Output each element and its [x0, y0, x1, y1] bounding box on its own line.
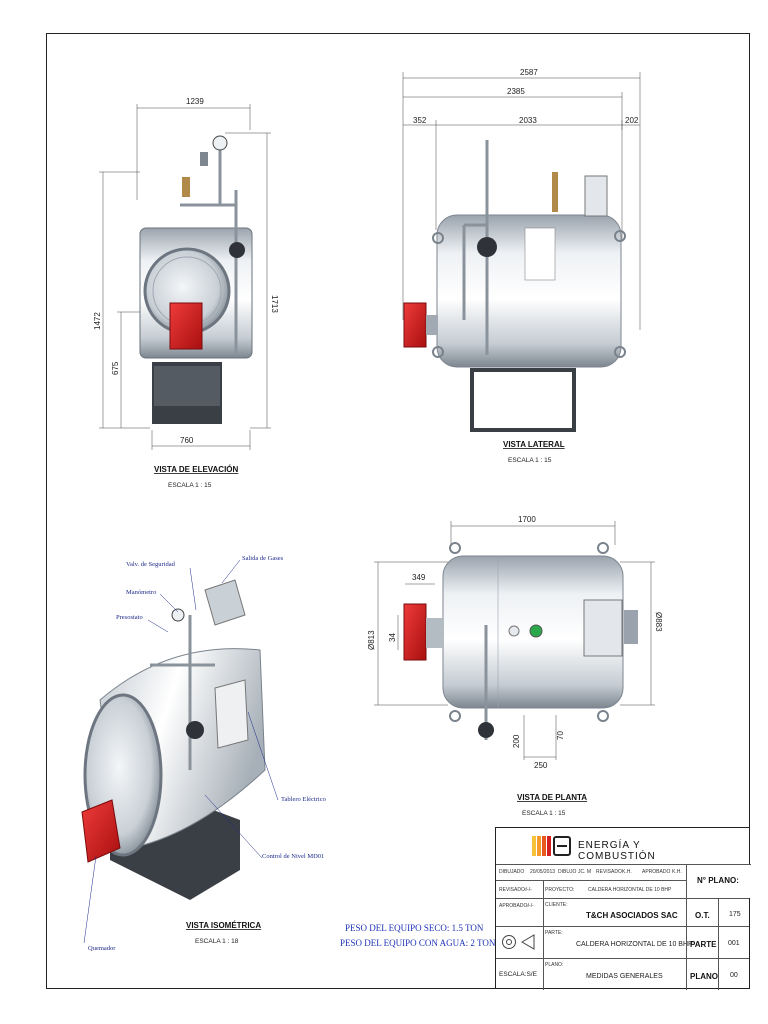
part-description: CALDERA HORIZONTAL DE 10 BHP — [576, 941, 693, 948]
lateral-safety-valve — [552, 172, 558, 212]
drawing-sheet — [46, 33, 750, 989]
plan-burner-length-dim: 349 — [412, 573, 426, 582]
signature-row: DIBUJADO 20/05/2013 DIBUJO JC. M REVISAD… — [496, 864, 749, 880]
plan-row: ESCALA:S/E PLANO: MEDIDAS GENERALES PLAN… — [496, 958, 749, 990]
lateral-stand — [470, 368, 576, 432]
client-name: T&CH ASOCIADOS SAC — [586, 911, 678, 920]
plan-length-dim: 1700 — [518, 515, 536, 524]
title-block: ENERGÍA Y COMBUSTIÓN DIBUJADO 20/05/2013… — [495, 827, 751, 990]
projection-symbol-icon — [502, 935, 516, 949]
plan-manhole-marker — [529, 624, 543, 638]
company-logo-icon — [532, 836, 572, 856]
plan-view: 1700 349 Ø813 Ø883 34 200 70 250 VISTA D… — [367, 515, 663, 817]
isometric-scale: ESCALA 1 : 18 — [195, 938, 239, 945]
part-row: PARTE: CALDERA HORIZONTAL DE 10 BHP PART… — [496, 926, 749, 959]
callout-level-control: Control de Nivel MD01 — [262, 853, 324, 860]
callout-burner: Quemador — [88, 945, 116, 952]
isometric-electric-panel — [214, 679, 249, 749]
plan-level-control — [478, 722, 494, 738]
elevation-axis-height-dim: 675 — [111, 361, 120, 375]
callout-manometer: Manómetro — [126, 589, 156, 596]
plan-description: MEDIDAS GENERALES — [586, 973, 663, 980]
lateral-left-dim: 352 — [413, 116, 427, 125]
scale-label: ESCALA:S/E — [499, 971, 537, 978]
isometric-view: Valv. de Seguridad Salida de Gases Manóm… — [81, 555, 326, 952]
isometric-burner — [81, 799, 121, 863]
isometric-gauge — [171, 608, 185, 622]
plan-support-height2-dim: 70 — [556, 731, 565, 740]
plano-number-label: N° PLANO: — [697, 876, 739, 885]
lateral-view: 2587 2385 352 2033 202 300 250 1126 VIST… — [402, 68, 641, 464]
plan-gas-outlet — [583, 599, 623, 657]
lateral-inspection-door — [524, 227, 556, 281]
elevation-scale: ESCALA 1 : 15 — [168, 482, 212, 489]
lateral-mid-dim: 2033 — [519, 116, 537, 125]
elevation-left-height-dim: 1472 — [93, 312, 102, 330]
callout-electric-panel: Tablero Eléctrico — [281, 796, 326, 803]
callout-pressurestat: Presostato — [116, 614, 143, 621]
lateral-body-dim: 2385 — [507, 87, 525, 96]
elevation-gauge — [212, 135, 228, 151]
lateral-gas-outlet — [584, 175, 608, 217]
plan-title: VISTA DE PLANTA — [517, 793, 587, 802]
callout-safety-valve: Valv. de Seguridad — [126, 561, 176, 568]
plan-scale: ESCALA 1 : 15 — [522, 810, 566, 817]
elevation-burner — [169, 302, 203, 350]
lateral-burner — [403, 302, 427, 348]
projection-cone-icon — [521, 934, 535, 950]
elevation-top-width-dim: 1239 — [186, 97, 204, 106]
lateral-right-dim: 202 — [625, 116, 639, 125]
company-logo-area: ENERGÍA Y COMBUSTIÓN — [496, 828, 721, 864]
plan-code: 00 — [730, 972, 738, 979]
lateral-title: VISTA LATERAL — [503, 440, 565, 449]
elevation-bottom-width-dim: 760 — [180, 436, 194, 445]
company-name: ENERGÍA Y COMBUSTIÓN — [578, 840, 656, 862]
elevation-title: VISTA DE ELEVACIÓN — [154, 465, 239, 474]
part-code: 001 — [728, 940, 740, 947]
callout-gas-outlet: Salida de Gases — [242, 555, 284, 562]
plan-inner-dim: 34 — [388, 633, 397, 642]
ot-number: 175 — [729, 911, 741, 918]
isometric-title: VISTA ISOMÉTRICA — [186, 921, 261, 930]
lateral-level-control — [477, 237, 497, 257]
weight-dry: PESO DEL EQUIPO SECO: 1.5 TON — [345, 923, 484, 933]
isometric-gas-outlet — [204, 579, 246, 626]
isometric-level-control — [186, 721, 204, 739]
plan-burner — [403, 603, 427, 661]
lateral-overall-dim: 2587 — [520, 68, 538, 77]
plan-right-diameter-dim: Ø883 — [654, 612, 663, 632]
weight-wet: PESO DEL EQUIPO CON AGUA: 2 TON — [340, 938, 496, 948]
project-row: REVISADO: -/-/- PROYECTO: CALDERA HORIZO… — [496, 880, 686, 899]
plan-support-height-dim: 200 — [512, 734, 521, 748]
elevation-right-height-dim: 1713 — [270, 295, 279, 313]
plan-left-diameter-dim: Ø813 — [367, 630, 376, 650]
plano-number-cell: N° PLANO: — [686, 864, 751, 898]
plan-support-width-dim: 250 — [534, 761, 548, 770]
elevation-level-control — [229, 242, 245, 258]
lateral-scale: ESCALA 1 : 15 — [508, 457, 552, 464]
elevation-view: 1239 760 1472 1713 675 VISTA DE ELEVACIÓ… — [93, 97, 279, 489]
client-row: APROBADO: -/-/- CLIENTE: T&CH ASOCIADOS … — [496, 898, 749, 927]
